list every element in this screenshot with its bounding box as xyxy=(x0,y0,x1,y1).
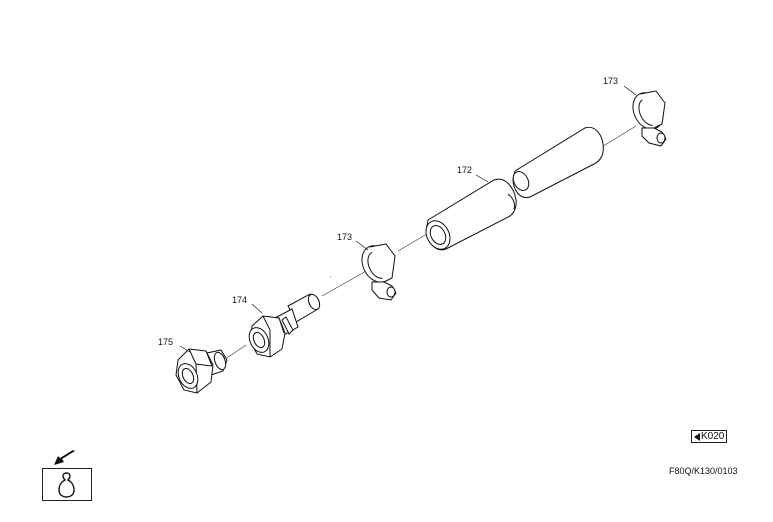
drawing-code: F80Q/K130/0103 xyxy=(669,466,738,476)
reference-label: K020 xyxy=(701,431,725,442)
part-label-173-upper: 173 xyxy=(603,76,618,86)
part-label-175: 175 xyxy=(158,337,173,347)
part-label-174: 174 xyxy=(232,295,247,305)
assembly-axis xyxy=(214,125,637,367)
part-173-hose-clamp-upper[interactable] xyxy=(627,88,668,147)
ignition-key-button[interactable] xyxy=(42,468,92,501)
part-label-173-lower: 173 xyxy=(337,232,352,242)
part-173-hose-clamp-lower[interactable] xyxy=(356,241,397,301)
part-174-hose-connector[interactable] xyxy=(245,293,322,358)
left-triangle-icon xyxy=(694,432,700,441)
leader-lines xyxy=(179,85,637,353)
arrow-down-left-icon[interactable] xyxy=(52,449,78,467)
part-175-hex-fitting[interactable] xyxy=(174,348,228,394)
reference-link-button[interactable]: K020 xyxy=(691,430,727,443)
ignition-key-icon xyxy=(58,472,75,498)
part-label-172: 172 xyxy=(457,165,472,175)
part-172-hose[interactable] xyxy=(421,126,604,253)
